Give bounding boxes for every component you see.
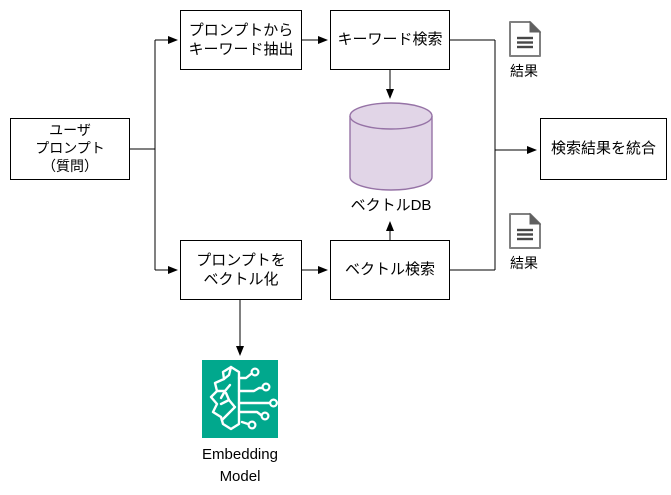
node-user-prompt-line1: ユーザ (49, 122, 91, 139)
arrowhead-vectorize (168, 266, 178, 274)
arrowheads (168, 36, 537, 356)
brain-circuit-icon (202, 360, 278, 438)
arrowhead-db-up (386, 221, 394, 231)
document-icon (509, 212, 542, 249)
document-text-lines (517, 228, 533, 241)
node-extract-keywords-line1: プロンプトから (188, 21, 294, 39)
node-user-prompt-line3: （質問） (42, 157, 98, 174)
document-text-lines (517, 36, 533, 49)
node-vectorize-prompt-line2: ベクトル化 (203, 271, 279, 288)
node-vector-search: ベクトル検索 (330, 240, 450, 300)
connector-lines (130, 39, 527, 346)
node-extract-keywords-line2: キーワード抽出 (188, 41, 294, 58)
arrowhead-keywordsearch (318, 36, 328, 44)
cylinder-body (349, 116, 433, 191)
document-fold (529, 20, 542, 33)
result-top-label: 結果 (510, 63, 538, 79)
arrowhead-vectorsearch (318, 266, 328, 274)
brain-glyph (209, 365, 271, 431)
node-user-prompt-line2: プロンプト (35, 140, 105, 157)
node-extract-keywords: プロンプトから キーワード抽出 (180, 10, 302, 70)
arrowhead-embedding (236, 346, 244, 356)
node-keyword-search: キーワード検索 (330, 10, 450, 70)
cylinder-top (349, 102, 433, 130)
embedding-model-label-line1: Embedding (202, 446, 278, 463)
embedding-model-label-line2: Model (219, 467, 261, 485)
node-vectorize-prompt-line1: プロンプトを (196, 251, 286, 269)
circuit-nodes (247, 367, 278, 430)
node-merge-results-label: 検索結果を統合 (550, 140, 656, 158)
node-merge-results: 検索結果を統合 (540, 118, 667, 180)
node-user-prompt: ユーザ プロンプト （質問） (10, 118, 130, 180)
arrowhead-merge (527, 146, 537, 154)
vector-db-label: ベクトルDB (350, 197, 432, 214)
document-fold (529, 212, 542, 225)
database-cylinder-icon (349, 102, 433, 191)
arrowhead-db-down (386, 89, 394, 99)
embedding-model-label: Embedding Model (190, 444, 290, 488)
node-vector-search-label: ベクトル検索 (344, 261, 435, 279)
arrowhead-extract (168, 36, 178, 44)
result-bottom-label: 結果 (510, 255, 538, 271)
node-keyword-search-label: キーワード検索 (337, 31, 443, 49)
node-vectorize-prompt: プロンプトを ベクトル化 (180, 240, 302, 300)
document-icon (509, 20, 542, 57)
